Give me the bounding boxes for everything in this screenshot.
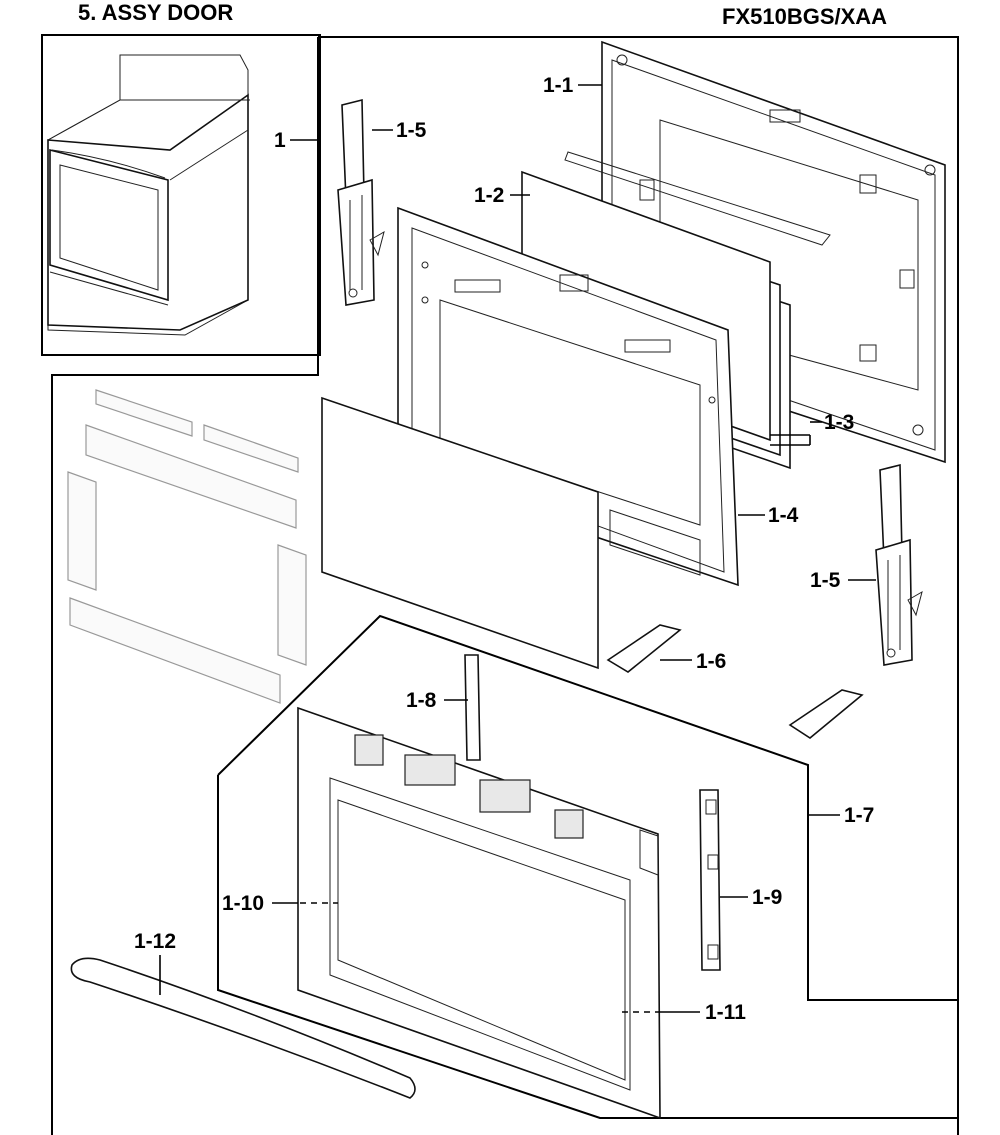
callout-1-5-right: 1-5 [810, 569, 841, 592]
leader-lines [159, 84, 876, 1013]
assembly-frame-outline [51, 36, 959, 1135]
callout-1: 1 [274, 129, 286, 152]
callout-1-10: 1-10 [222, 892, 264, 915]
callout-1-2: 1-2 [474, 184, 504, 207]
diagram-title: 5. ASSY DOOR [78, 0, 234, 25]
callout-1-11: 1-11 [705, 1001, 746, 1024]
door-bracket-part [606, 624, 864, 739]
hinge-right-part [875, 463, 923, 666]
callout-1-8: 1-8 [406, 689, 437, 712]
callout-1-5-left: 1-5 [396, 119, 427, 142]
insulation-pieces [67, 389, 307, 704]
callout-1-1: 1-1 [543, 74, 574, 97]
callout-1-9: 1-9 [752, 886, 782, 909]
range-overview-inset [41, 34, 321, 356]
callout-1-12: 1-12 [134, 930, 176, 953]
door-bracket-strip [464, 654, 481, 761]
callout-1-7: 1-7 [844, 804, 874, 827]
outer-glass-panel [321, 396, 599, 670]
outer-door-panel-part [217, 614, 958, 1120]
hinge-left-part [337, 98, 385, 306]
callout-labels: 1 1-1 1-2 1-3 1-4 1-5 1-5 1-6 1-7 1-8 1-… [134, 74, 874, 1024]
side-bracket-part [699, 789, 721, 971]
callout-1-4: 1-4 [768, 504, 799, 527]
door-handle-part [70, 957, 416, 1099]
model-number: FX510BGS/XAA [722, 4, 888, 29]
callout-1-3: 1-3 [824, 411, 854, 434]
callout-1-6: 1-6 [696, 650, 726, 673]
